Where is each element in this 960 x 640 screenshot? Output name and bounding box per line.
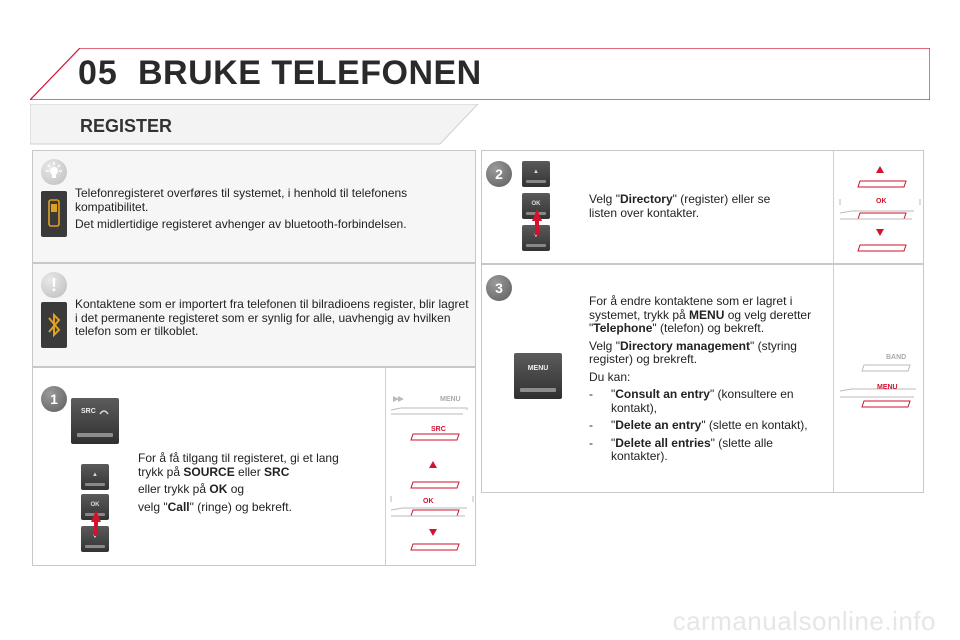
option-item: -"Consult an entry" (konsultere en konta… <box>589 387 794 415</box>
down-key-label: ▼ <box>533 233 539 239</box>
step-2-divider <box>833 151 834 263</box>
option-item: -"Delete all entries" (slette alle konta… <box>589 435 773 463</box>
ok-key-label: OK <box>90 502 100 508</box>
step-1-diagram <box>390 396 474 551</box>
option-list: -"Consult an entry" (konsultere en konta… <box>589 387 817 464</box>
step-3-divider <box>833 265 834 492</box>
option-item: -"Delete an entry" (slette en kontakt), <box>589 418 808 432</box>
diagram-band-label: BAND <box>886 354 907 361</box>
press-arrow-icon <box>532 209 542 235</box>
step-1-divider <box>385 368 386 565</box>
menu-key-label: MENU <box>527 365 549 372</box>
diagram-ok-label: OK <box>876 198 887 205</box>
step-3-panel: 3 MENU For å endre kontaktene som er lag… <box>481 264 924 493</box>
step-3-text: For å endre kontaktene som er lagret i s… <box>589 294 817 468</box>
step-1-panel: 1 SRC ▲ OK ▼ For å få tilgang til regist… <box>32 367 476 566</box>
step-1-text: For å få tilgang til registeret, gi et l… <box>138 451 339 514</box>
info-note-panel: Telefonregisteret overføres til systemet… <box>32 150 476 263</box>
up-key-label: ▲ <box>92 472 98 478</box>
step-3-badge: 3 <box>486 275 512 301</box>
info-note-text: Telefonregisteret overføres til systemet… <box>75 186 470 236</box>
step-2-panel: 2 ▲ OK ▼ Velg "Directory" (register) ell… <box>481 150 924 264</box>
step-2-diagram <box>839 166 921 252</box>
menu-key[interactable]: MENU <box>514 353 562 399</box>
up-key-label: ▲ <box>533 169 539 175</box>
info-note-line-2: Det midlertidige registeret avhenger av … <box>75 217 407 231</box>
lightbulb-icon <box>41 159 67 185</box>
press-arrow-icon <box>91 510 101 536</box>
ok-key-label: OK <box>531 201 541 207</box>
src-key-label: SRC <box>81 408 96 415</box>
step-2-text: Velg "Directory" (register) eller se lis… <box>589 192 771 220</box>
info-note-line-1: Telefonregisteret overføres til systemet… <box>75 186 408 214</box>
up-key[interactable]: ▲ <box>81 464 109 490</box>
watermark: carmanualsonline.info <box>672 606 936 636</box>
diagram-ok-label: OK <box>423 498 434 505</box>
step-1-badge: 1 <box>41 386 67 412</box>
src-key[interactable]: SRC <box>71 398 119 444</box>
step-2-badge: 2 <box>486 161 512 187</box>
warning-note-text: Kontaktene som er importert fra telefone… <box>75 297 469 338</box>
exclamation-icon: ! <box>41 272 67 298</box>
up-key[interactable]: ▲ <box>522 161 550 187</box>
diagram-menu-label: MENU <box>440 396 461 403</box>
down-key-label: ▼ <box>92 534 98 540</box>
phone-handset-icon <box>99 410 109 415</box>
page-title: BRUKE TELEFONEN <box>138 54 482 92</box>
section-title: REGISTER <box>80 116 173 136</box>
mobile-phone-icon <box>41 191 67 237</box>
diagram-menu-label: MENU <box>877 384 898 391</box>
diagram-src-label: SRC <box>431 426 446 433</box>
header-frame <box>30 48 930 100</box>
warning-note-panel: ! Kontaktene som er importert fra telefo… <box>32 263 476 367</box>
bluetooth-icon <box>41 302 67 348</box>
section-frame <box>30 104 479 145</box>
chapter-number: 05 <box>78 54 118 92</box>
step-3-diagram <box>839 364 916 408</box>
